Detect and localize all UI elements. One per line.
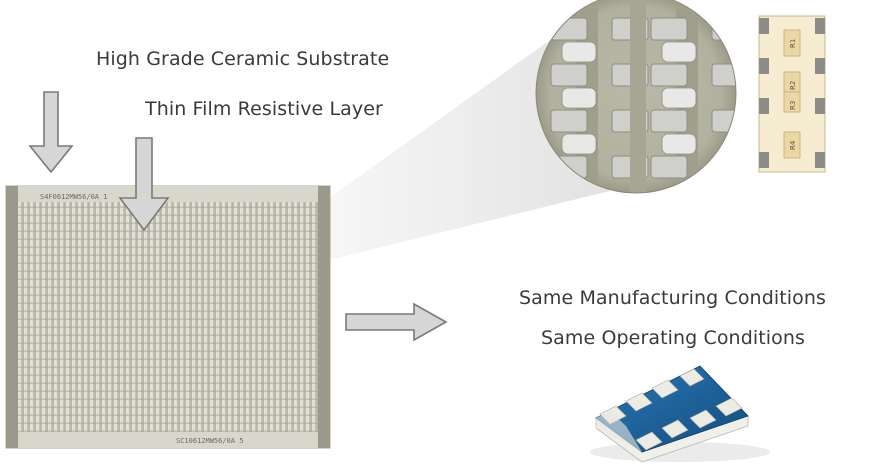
network-schematic: R1 R2 R3 R4 bbox=[758, 15, 826, 173]
down-arrow-resistive-layer bbox=[118, 137, 170, 232]
wafer: S4F0612MW56/0A 1 SC10612MW56/0A 5 bbox=[5, 185, 331, 449]
resistor-array-chip bbox=[590, 365, 770, 463]
wafer-top-code: S4F0612MW56/0A 1 bbox=[40, 193, 107, 201]
right-arrow bbox=[345, 302, 448, 342]
resistor-r1-label: R1 bbox=[789, 39, 797, 48]
resistive-array bbox=[18, 202, 318, 432]
resistor-r3-label: R3 bbox=[789, 101, 797, 110]
operating-conditions-label: Same Operating Conditions bbox=[541, 327, 806, 349]
manufacturing-conditions-label: Same Manufacturing Conditions bbox=[519, 287, 827, 309]
resistor-r2-label: R2 bbox=[789, 81, 797, 90]
magnified-view bbox=[535, 0, 737, 194]
substrate-label: High Grade Ceramic Substrate bbox=[96, 48, 390, 70]
down-arrow-substrate bbox=[28, 91, 74, 174]
resistor-r4-label: R4 bbox=[789, 140, 797, 150]
wafer-bottom-code: SC10612MW56/0A 5 bbox=[176, 437, 243, 445]
resistive-layer-label: Thin Film Resistive Layer bbox=[145, 98, 383, 120]
